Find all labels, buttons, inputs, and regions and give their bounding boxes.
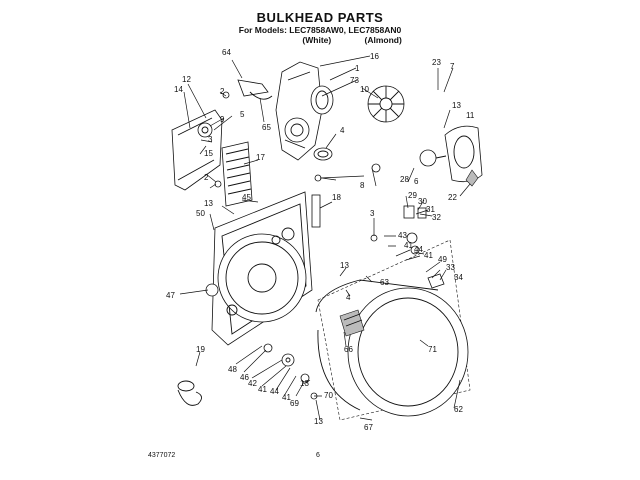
callout-2: 2	[220, 87, 225, 96]
doc-number: 4377072	[148, 452, 176, 459]
callout-13d: 13	[340, 261, 349, 270]
callout-66: 66	[344, 345, 353, 354]
left-bracket	[171, 109, 223, 191]
variant-white: (White)	[302, 35, 332, 45]
callout-32: 32	[432, 213, 441, 222]
callout-65: 65	[262, 123, 271, 132]
belt-roll	[177, 380, 202, 406]
callout-19: 19	[196, 345, 205, 354]
callout-73: 73	[350, 76, 359, 85]
callout-71: 71	[428, 345, 437, 354]
callout-6: 6	[414, 177, 419, 186]
callout-13c: 13	[314, 417, 323, 426]
callout-46: 46	[240, 373, 249, 382]
callout-50: 50	[196, 209, 205, 218]
callout-41d: 41	[282, 393, 291, 402]
callout-22: 22	[448, 193, 457, 202]
callout-30: 30	[418, 197, 427, 206]
motor-pulley	[419, 149, 437, 167]
callout-44: 44	[414, 245, 423, 254]
callout-62: 62	[454, 405, 463, 414]
variant-line: (White) (Almond)	[0, 35, 640, 45]
callout-12: 12	[182, 75, 191, 84]
callout-42: 42	[248, 379, 257, 388]
lint-filter-grille	[221, 141, 253, 207]
callout-23: 23	[432, 58, 441, 67]
callout-14: 14	[174, 85, 183, 94]
callout-10: 10	[360, 85, 369, 94]
callout-4: 4	[340, 126, 345, 135]
callout-1: 1	[355, 64, 360, 73]
callout-33: 33	[446, 263, 455, 272]
callout-34: 34	[454, 273, 463, 282]
callout-16: 16	[370, 52, 379, 61]
callout-8: 8	[360, 181, 365, 190]
callout-41b: 41	[424, 251, 433, 260]
callout-11: 11	[466, 111, 475, 120]
cord-strap	[311, 194, 321, 228]
callout-7: 7	[450, 62, 455, 71]
idler-pulley	[197, 122, 213, 138]
callout-28: 28	[400, 175, 409, 184]
callout-44b: 44	[270, 387, 279, 396]
housing-seal	[310, 85, 334, 115]
callout-18: 18	[332, 193, 341, 202]
variant-almond: (Almond)	[364, 35, 402, 45]
callout-5: 5	[240, 110, 245, 119]
bearing	[406, 232, 418, 244]
blower-wheel	[367, 85, 405, 123]
callout-67: 67	[364, 423, 373, 432]
switch-block	[403, 205, 415, 219]
roller-wheel	[281, 353, 295, 367]
callout-17: 17	[256, 153, 265, 162]
callout-13b: 13	[204, 199, 213, 208]
front-bulkhead	[211, 191, 313, 346]
callout-43: 43	[398, 231, 407, 240]
callout-41: 41	[404, 241, 413, 250]
page-title: BULKHEAD PARTS	[256, 10, 384, 25]
thermal-fuse	[237, 79, 269, 97]
callout-15: 15	[204, 149, 213, 158]
callout-41c: 41	[258, 385, 267, 394]
callout-13e: 13	[300, 379, 309, 388]
seal-ring	[313, 147, 333, 161]
page-number: 6	[316, 452, 320, 459]
callout-69: 69	[290, 399, 299, 408]
callout-2b: 2	[204, 173, 209, 182]
drive-motor	[444, 125, 483, 183]
callout-64: 64	[222, 48, 231, 57]
callout-45: 45	[242, 193, 251, 202]
callout-48: 48	[228, 365, 237, 374]
callout-3: 3	[208, 135, 213, 144]
dryer-drum	[315, 239, 471, 421]
callout-4b: 4	[346, 293, 351, 302]
callout-9: 9	[220, 115, 225, 124]
callout-49: 49	[438, 255, 447, 264]
callout-29: 29	[408, 191, 417, 200]
callout-47: 47	[166, 291, 175, 300]
models-line: For Models: LEC7858AW0, LEC7858AN0	[238, 25, 402, 35]
callout-3b: 3	[370, 209, 375, 218]
callout-13: 13	[452, 101, 461, 110]
roller-bracket	[427, 273, 445, 289]
callout-31: 31	[426, 205, 435, 214]
callout-63: 63	[380, 278, 389, 287]
callout-70: 70	[324, 391, 333, 400]
